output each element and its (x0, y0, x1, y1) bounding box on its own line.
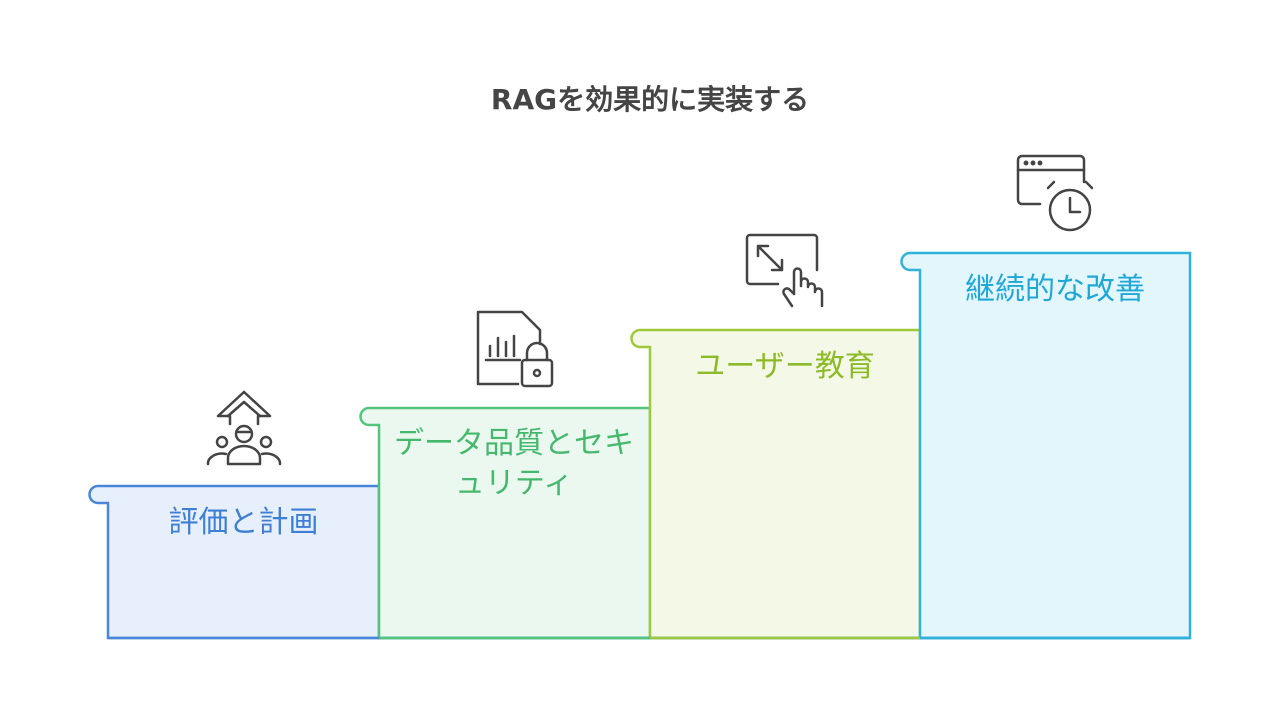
secure-data-file-icon (476, 310, 554, 388)
step-4-label: 継続的な改善 (965, 272, 1145, 307)
step-2-label: データ品質とセキュリティ (394, 426, 634, 501)
step-3-block (630, 328, 922, 640)
step-1-block (88, 484, 381, 640)
people-growth-arrow-icon (206, 390, 282, 466)
step-1-label: 評価と計画 (168, 505, 319, 540)
diagram-title: RAGを効果的に実装する (490, 83, 810, 116)
browser-clock-icon (1016, 154, 1094, 232)
step-2-block (359, 406, 652, 640)
step-4-block (900, 251, 1192, 640)
step-3-label: ユーザー教育 (695, 349, 875, 384)
touch-resize-screen-icon (745, 233, 824, 308)
